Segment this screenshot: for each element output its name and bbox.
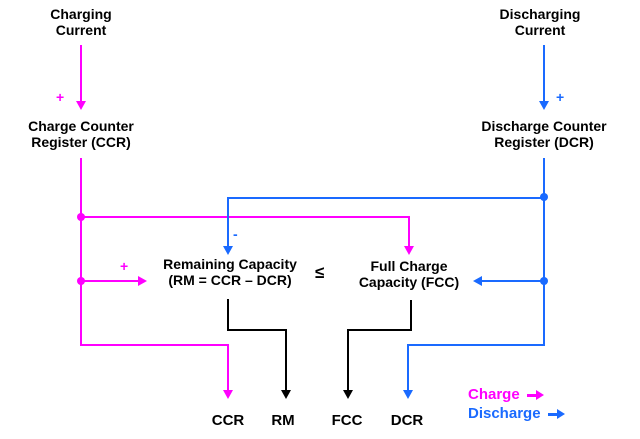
charge-output-horizontal-line bbox=[80, 344, 229, 346]
output-fcc-label: FCC bbox=[331, 412, 363, 429]
comparator-symbol: ≤ bbox=[315, 263, 325, 282]
charge-output-arrowhead-icon bbox=[223, 390, 233, 399]
discharge-to-fcc-arrow-line bbox=[481, 280, 544, 282]
discharging-current-arrowhead-icon bbox=[539, 101, 549, 110]
rm-output-horizontal-line bbox=[227, 329, 287, 331]
charging-current-arrowhead-icon bbox=[76, 101, 86, 110]
discharging-current-arrow-line bbox=[543, 45, 545, 103]
charge-to-fcc-drop-line bbox=[408, 216, 410, 247]
rm-output-drop-line-1 bbox=[227, 299, 229, 330]
charging-current-arrow-line bbox=[80, 45, 82, 103]
charge-plus-sign: + bbox=[56, 89, 65, 105]
discharge-junction-dot-bottom bbox=[540, 277, 548, 285]
charge-to-rm-arrow-line bbox=[80, 280, 139, 282]
discharge-to-fcc-arrowhead-icon bbox=[473, 276, 482, 286]
legend-discharge-label: Discharge bbox=[468, 405, 541, 422]
charging-current-label: Charging Current bbox=[50, 6, 112, 38]
remaining-capacity-label: Remaining Capacity (RM = CCR – DCR) bbox=[163, 256, 297, 288]
charge-main-vertical-line bbox=[80, 158, 82, 346]
charge-counter-register-label: Charge Counter Register (CCR) bbox=[28, 118, 134, 150]
charge-to-fcc-arrowhead-icon bbox=[404, 246, 414, 255]
charge-output-drop-line bbox=[227, 344, 229, 391]
output-rm-label: RM bbox=[271, 412, 295, 429]
charge-to-fcc-horizontal-line bbox=[80, 216, 410, 218]
discharge-main-vertical-line bbox=[543, 158, 545, 346]
output-ccr-label: CCR bbox=[211, 412, 245, 429]
rm-plus-sign: + bbox=[120, 258, 129, 274]
legend-charge-label: Charge bbox=[468, 386, 520, 403]
flow-legend: Charge Discharge bbox=[468, 385, 565, 423]
discharge-output-arrowhead-icon bbox=[403, 390, 413, 399]
charge-arrow-icon bbox=[526, 389, 544, 401]
charge-to-rm-arrowhead-icon bbox=[138, 276, 147, 286]
fcc-output-horizontal-line bbox=[348, 329, 412, 331]
legend-charge-row: Charge bbox=[468, 385, 565, 404]
legend-discharge-row: Discharge bbox=[468, 404, 565, 423]
rm-minus-sign: - bbox=[233, 226, 238, 242]
fcc-output-drop-line-2 bbox=[347, 329, 349, 391]
rm-output-arrowhead-icon bbox=[281, 390, 291, 399]
output-dcr-label: DCR bbox=[390, 412, 424, 429]
fcc-output-drop-line-1 bbox=[410, 300, 412, 330]
rm-output-drop-line-2 bbox=[285, 329, 287, 391]
fcc-output-arrowhead-icon bbox=[343, 390, 353, 399]
discharge-counter-register-label: Discharge Counter Register (DCR) bbox=[481, 118, 607, 150]
discharge-arrow-icon bbox=[547, 408, 565, 420]
discharge-plus-sign: + bbox=[556, 89, 565, 105]
discharge-to-rm-horizontal-line bbox=[228, 197, 545, 199]
discharge-to-rm-arrowhead-icon bbox=[223, 246, 233, 255]
discharge-output-drop-line bbox=[407, 344, 409, 391]
discharging-current-label: Discharging Current bbox=[499, 6, 581, 38]
discharge-output-horizontal-line bbox=[408, 344, 545, 346]
discharge-to-rm-drop-line bbox=[227, 197, 229, 247]
full-charge-capacity-label: Full Charge Capacity (FCC) bbox=[358, 258, 460, 290]
